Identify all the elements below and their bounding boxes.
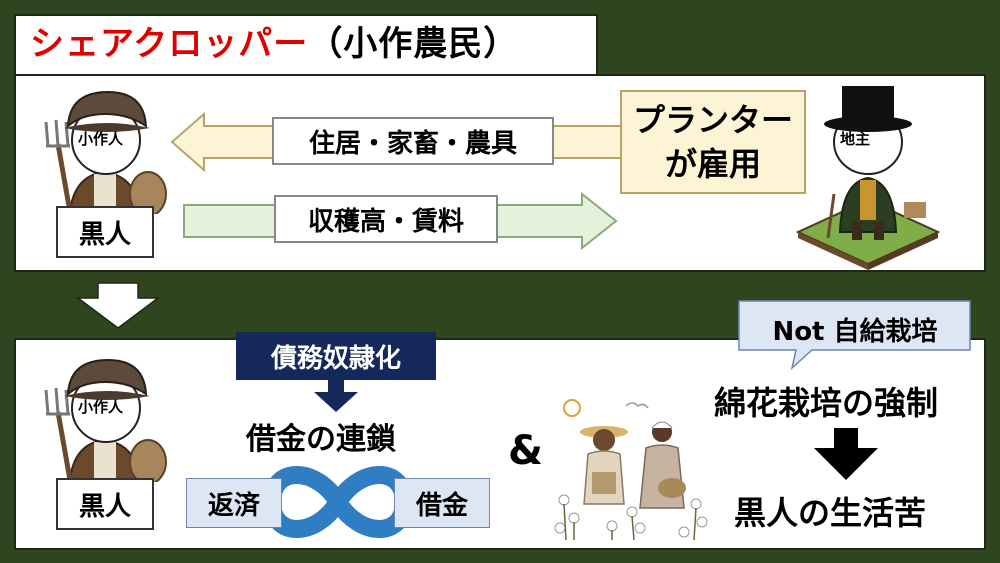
callout-bubble <box>738 300 971 370</box>
infinity-loop-icon <box>263 466 413 538</box>
top-tenant-box: 黒人 <box>56 206 154 258</box>
landlord-head-label: 地主 <box>840 130 871 148</box>
bottom-tenant-head-label: 小作人 <box>78 398 124 416</box>
debt-arrow-icon <box>314 378 358 412</box>
title-main: シェアクロッパー <box>30 24 309 64</box>
farmer-illustration <box>44 90 167 214</box>
title-tab <box>14 14 598 76</box>
chain-label: 借金の連鎖 <box>246 422 396 457</box>
result-label: 黒人の生活苦 <box>734 494 927 532</box>
down-arrow-icon <box>76 282 160 329</box>
bottom-panel <box>14 338 986 550</box>
arrow-left-label: 住居・家畜・農具 <box>272 117 554 165</box>
cotton-pickers-illustration <box>554 399 708 541</box>
arrow-right-label: 収穫高・賃料 <box>274 195 498 243</box>
repay-box: 返済 <box>186 478 282 528</box>
top-tenant-head-label: 小作人 <box>78 130 124 148</box>
debt-bondage-badge: 債務奴隷化 <box>236 332 436 380</box>
landlord-illustration <box>795 86 941 270</box>
planter-box: プランター が雇用 <box>620 90 806 194</box>
ampersand: & <box>508 428 543 474</box>
planter-line1: プランター <box>632 101 793 139</box>
planter-line2: が雇用 <box>664 145 761 183</box>
borrow-box: 借金 <box>394 478 490 528</box>
bottom-tenant-box: 黒人 <box>56 478 154 530</box>
farmer-illustration-bottom <box>44 358 167 482</box>
page-title: シェアクロッパー（小作農民） <box>30 16 518 65</box>
title-sub: （小作農民） <box>308 24 519 64</box>
result-arrow-icon <box>814 428 878 480</box>
forced-cotton-label: 綿花栽培の強制 <box>714 384 939 422</box>
callout-text: Not 自給栽培 <box>772 316 938 347</box>
